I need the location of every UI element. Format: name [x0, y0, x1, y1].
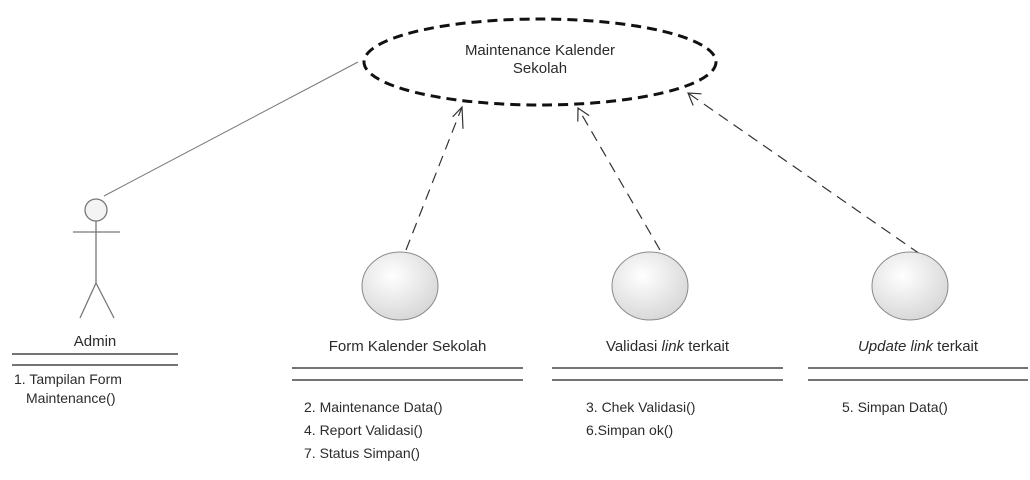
actor-figure[interactable]: [73, 198, 120, 319]
class-circle-form[interactable]: [361, 251, 439, 321]
actor-name: Admin: [73, 333, 117, 350]
class-name-update-italic: Update link: [857, 338, 934, 355]
actor-operations: 1. Tampilan Form Maintenance(): [14, 370, 122, 408]
actor-operation: 1. Tampilan Form: [14, 371, 122, 387]
operation-item: 3. Chek Validasi(): [586, 399, 696, 415]
class-name-form: Form Kalender Sekolah: [328, 338, 487, 355]
operation-item: 6.Simpan ok(): [586, 422, 674, 438]
class-name-validasi-post: terkait: [684, 338, 730, 355]
usecase-title: Maintenance Kalender Sekolah: [420, 42, 660, 78]
actor-operation: Maintenance(): [26, 390, 116, 406]
class-name-validasi-pre: Validasi: [605, 338, 662, 355]
operation-item: 5. Simpan Data(): [842, 399, 948, 415]
class-operations-update: 5. Simpan Data(): [842, 396, 948, 419]
operation-item: 2. Maintenance Data(): [304, 399, 443, 415]
dependency-line-validasi: [577, 107, 661, 251]
operation-item: 4. Report Validasi(): [304, 422, 423, 438]
class-circle-validasi[interactable]: [611, 251, 689, 321]
dependency-arrowhead-validasi: [577, 106, 590, 122]
class-name-update: Update link terkait: [808, 338, 1028, 356]
usecase-ellipse[interactable]: [362, 17, 718, 107]
usecase-title-line2: Sekolah: [512, 60, 568, 77]
class-operations-form: 2. Maintenance Data() 4. Report Validasi…: [304, 396, 443, 465]
operation-item: 7. Status Simpan(): [304, 445, 420, 461]
dependency-line-update: [687, 92, 921, 255]
dependency-arrowhead-form: [452, 105, 464, 129]
class-circle-update[interactable]: [871, 251, 949, 321]
association-line: [103, 61, 359, 197]
dependency-arrowhead-update: [687, 92, 702, 106]
class-name-update-post: terkait: [933, 338, 979, 355]
class-operations-validasi: 3. Chek Validasi() 6.Simpan ok(): [586, 396, 695, 442]
dependency-line-form: [405, 106, 463, 251]
class-name-validasi-italic: link: [661, 338, 685, 355]
class-name-validasi: Validasi link terkait: [552, 338, 783, 356]
usecase-title-line1: Maintenance Kalender: [464, 42, 616, 59]
